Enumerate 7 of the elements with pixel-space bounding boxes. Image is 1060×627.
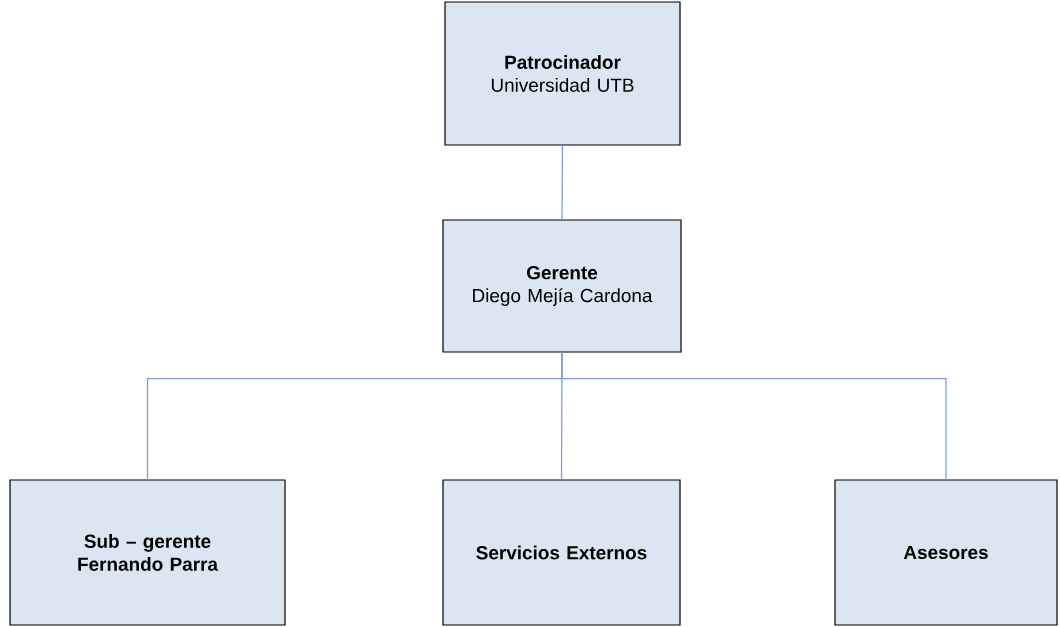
connector-line [561,351,947,481]
org-box: Servicios Externos [442,479,681,626]
org-box: Sub – gerente Fernando Parra [9,479,286,626]
org-box: Gerente Diego Mejía Cardona [442,219,682,353]
org-box: Asesores [834,479,1058,626]
org-box: Patrocinador Universidad UTB [444,1,681,146]
connector-line [561,144,564,221]
